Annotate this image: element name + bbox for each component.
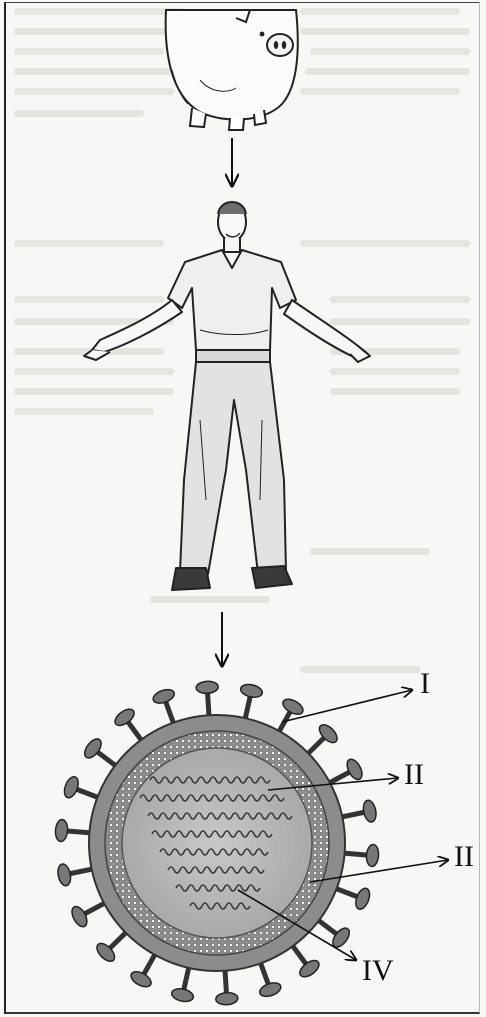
virus-spike-head [55, 819, 69, 842]
human-illustration [84, 202, 370, 590]
virus-spike-head [69, 904, 90, 929]
label-I: I [420, 667, 430, 700]
virus-spike-head [258, 980, 283, 999]
virus-spike-head [280, 696, 305, 717]
label-IV: IV [362, 954, 394, 987]
virus-spike-head [362, 799, 378, 823]
virus-spike-head [215, 992, 238, 1005]
pig-illustration [166, 10, 298, 130]
virus-spike-head [151, 687, 176, 706]
virus-spike-head [344, 757, 365, 782]
label-II-b: II [454, 840, 474, 873]
virus-spike-head [196, 681, 219, 694]
virus-spike-head [62, 775, 81, 800]
label-II-a: II [404, 758, 424, 791]
virus-spike-head [56, 863, 72, 887]
virus-spike-head [366, 844, 380, 867]
virus-core [122, 748, 312, 938]
virus-spike-head [170, 987, 194, 1004]
virus-spike-head [353, 886, 372, 911]
virus-spike-head [129, 969, 154, 990]
virus-illustration [55, 681, 380, 1006]
virus-spike-head [239, 683, 263, 700]
